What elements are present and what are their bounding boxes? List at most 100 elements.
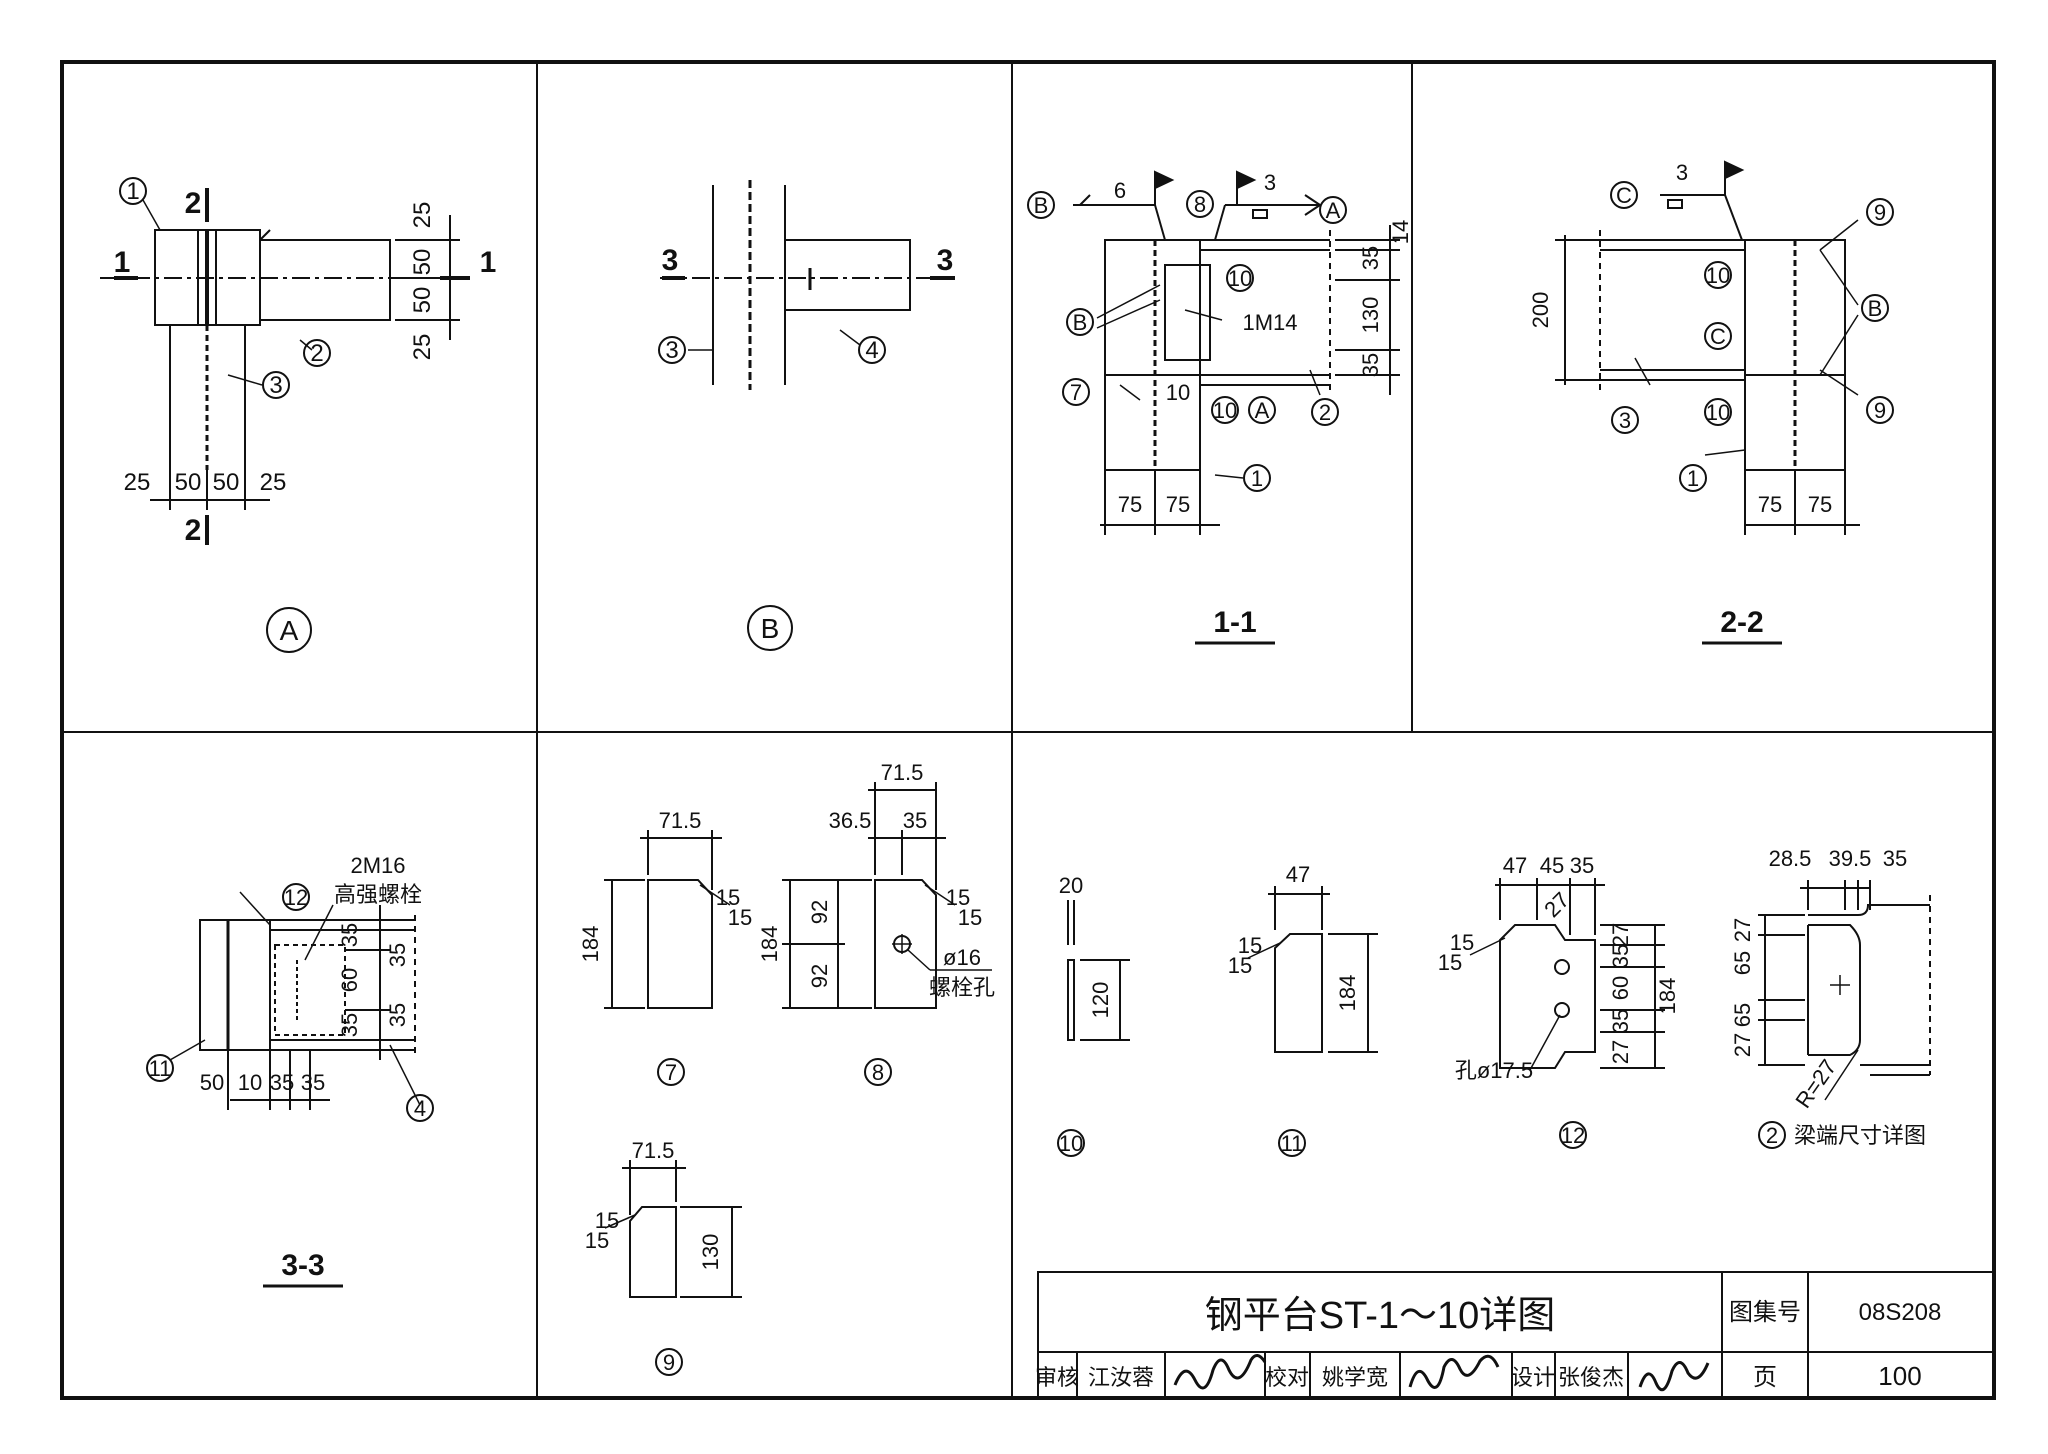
beam-left-65a: 65 [1730,951,1755,975]
section-3-3-text: 2M16 高强螺栓 12 11 4 35 60 35 35 35 50 10 3… [149,853,427,1282]
part-9-text: 71.5 130 15 15 9 [585,1138,723,1375]
label-22-10a: 10 [1706,263,1730,288]
dim-33-b35b: 35 [301,1070,325,1095]
label-22-c: C [1710,324,1726,349]
part-10 [1057,900,1130,1157]
p11-width: 47 [1286,862,1310,887]
label-33-12: 12 [284,885,308,910]
beam-left-27b: 27 [1730,1033,1755,1057]
section-mark-right: 1 [480,246,497,279]
p10-height: 120 [1088,982,1113,1019]
part-12 [1469,878,1665,1149]
dim-11-r14: 14 [1388,220,1413,244]
beam-top-39-5: 39.5 [1829,846,1872,871]
section-1-1-text: B 6 3 A 8 10 B 1M14 7 10 10 A 2 1 14 35 … [1034,170,1413,639]
part-9 [604,1160,742,1376]
dim-22-b75b: 75 [1808,492,1832,517]
p12-r-27a: 27 [1608,923,1633,947]
weld-top-3-b: 3 [1676,160,1688,185]
sheet-frame [60,60,1996,1400]
p11-chamfer-a: 15 [1238,933,1262,958]
part-7 [604,830,731,1086]
beam-caption-num: 2 [1766,1123,1778,1148]
label-11-1: 1 [1251,466,1263,491]
p8-caption: 8 [872,1060,884,1085]
weld-b-left: B [1034,193,1049,218]
p9-chamfer-a: 15 [595,1208,619,1233]
section-mark-left: 1 [114,246,131,279]
check-label: 校对 [1265,1365,1309,1390]
label-11-7: 7 [1070,380,1082,405]
label-a-3: 3 [269,372,282,399]
dim-33-b35a: 35 [270,1070,294,1095]
label-a-1: 1 [126,178,139,205]
review-label: 审核 [1035,1365,1079,1390]
view-a-caption: A [280,615,299,646]
p10-thick: 20 [1059,873,1083,898]
design-name: 张俊杰 [1558,1365,1624,1390]
dim-33-ro1: 35 [385,943,410,967]
weld-top-3: 3 [1264,170,1276,195]
part-7-text: 71.5 184 15 15 7 [578,808,752,1085]
atlas-no: 08S208 [1859,1299,1942,1326]
label-22-1: 1 [1687,466,1699,491]
label-b-3: 3 [665,337,678,364]
title-block [1037,1271,1995,1399]
beam-radius: R=27 [1790,1055,1841,1113]
dim-33-ri2: 60 [337,968,362,992]
view-a [100,177,470,653]
section-2-2 [1555,160,1894,535]
dim-22-b75a: 75 [1758,492,1782,517]
p8-height: 184 [757,926,782,963]
label-22-9b: 9 [1874,398,1886,423]
bolt-note: 高强螺栓 [334,882,422,907]
part-10-text: 20 120 10 [1059,873,1113,1156]
bolt-1m14: 1M14 [1242,310,1297,335]
dim-11-b75b: 75 [1166,492,1190,517]
p8-h-top: 92 [807,900,832,924]
p12-chamfer-a: 15 [1450,930,1474,955]
view-b-text: 3 3 3 4 B [662,244,954,644]
label-33-4: 4 [414,1096,426,1121]
p8-chamfer-a: 15 [946,885,970,910]
check-name: 姚学宽 [1322,1365,1388,1390]
section-mark-bottom: 2 [185,514,202,547]
label-b-4: 4 [865,337,878,364]
label-11-10a: 10 [1228,266,1252,291]
dim-a-b4: 25 [260,469,287,496]
section-1-1 [1027,170,1400,535]
dim-a-r1: 25 [409,202,436,229]
beam-end-detail [1758,880,1931,1101]
p11-caption: 11 [1281,1131,1304,1156]
p8-hole: ø16 [943,945,981,970]
part-8-text: 71.5 36.5 35 184 92 92 15 15 ø16 螺栓孔 8 [757,760,995,1085]
section-3-3-caption: 3-3 [281,1249,324,1282]
beam-left-65b: 65 [1730,1003,1755,1027]
design-label: 设计 [1511,1365,1555,1390]
section-mark-b-left: 3 [662,244,679,277]
title-block-text: 钢平台ST-1～10详图 图集号 08S208 页 100 审核 江汝蓉 校对 … [1035,1295,1941,1391]
beam-caption-text: 梁端尺寸详图 [1794,1123,1926,1148]
p7-caption: 7 [665,1060,677,1085]
dim-a-b2: 50 [175,469,202,496]
p7-width: 71.5 [659,808,702,833]
dim-11-r35a: 35 [1358,246,1383,270]
p8-w-right: 35 [903,808,927,833]
weld-a-right: A [1326,198,1341,223]
p7-chamfer-a: 15 [716,885,740,910]
part-11 [1247,886,1378,1157]
label-22-10b: 10 [1706,400,1730,425]
p11-height: 184 [1335,975,1360,1012]
label-11-10b: 10 [1213,398,1237,423]
label-22-b: B [1868,296,1883,321]
p8-hole-note: 螺栓孔 [929,975,995,1000]
label-11-b: B [1073,310,1088,335]
p9-chamfer-b: 15 [585,1228,609,1253]
section-3-3 [146,883,434,1122]
dim-11-b75a: 75 [1118,492,1142,517]
bolt-2m16: 2M16 [350,853,405,878]
section-mark-top: 2 [185,187,202,220]
dim-11-r35b: 35 [1358,353,1383,377]
p8-w-left: 36.5 [829,808,872,833]
